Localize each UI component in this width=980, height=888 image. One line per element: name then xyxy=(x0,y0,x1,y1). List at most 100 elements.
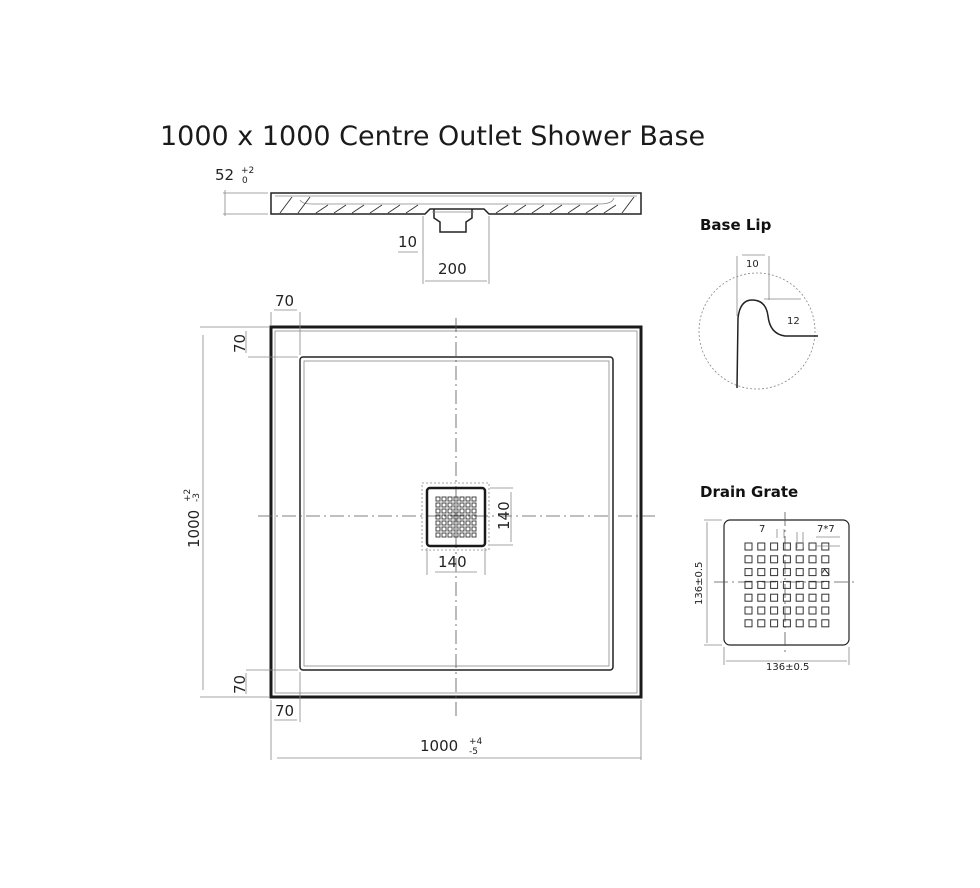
grate-hole xyxy=(465,532,471,538)
grate-hole xyxy=(459,496,465,502)
grate-hole xyxy=(770,568,779,577)
grate-hole xyxy=(453,532,459,538)
plan-grate-holes xyxy=(435,496,477,538)
hatch-line xyxy=(621,196,635,214)
grate-hole xyxy=(459,502,465,508)
grate-hole xyxy=(435,496,441,502)
hatch-line xyxy=(315,204,329,214)
grate-hole xyxy=(465,526,471,532)
grate-hole-size-dim: 7*7 xyxy=(817,524,835,535)
grate-hole xyxy=(465,514,471,520)
plan-view: 140 140 70 70 70 70 1000 +2 -3 1000 +4 -… xyxy=(183,292,655,760)
grate-hole xyxy=(471,514,477,520)
grate-hole xyxy=(808,606,817,615)
outlet-width-dim: 200 xyxy=(438,260,467,278)
grate-hole xyxy=(447,526,453,532)
grate-hole xyxy=(435,520,441,526)
grate-hole xyxy=(471,508,477,514)
drain-grate-plan xyxy=(425,486,487,548)
grate-hole xyxy=(782,593,791,602)
section-view: 52 +2 0 10 200 xyxy=(215,166,642,284)
grate-hole xyxy=(757,542,766,551)
grate-hole xyxy=(808,555,817,564)
grate-spacing-dim: 7 xyxy=(821,567,834,578)
drain-height-dim: 140 xyxy=(495,501,513,530)
grate-hole xyxy=(465,502,471,508)
grate-hole xyxy=(782,580,791,589)
grate-hole xyxy=(435,508,441,514)
grate-hole xyxy=(795,593,804,602)
grate-hole xyxy=(808,580,817,589)
grate-hole xyxy=(435,502,441,508)
hatch-line xyxy=(279,196,293,214)
plan-width-tol-plus: +4 xyxy=(469,737,483,747)
grate-hole xyxy=(744,606,753,615)
grate-hole xyxy=(447,496,453,502)
plan-height-tol-minus: -3 xyxy=(192,493,202,502)
grate-hole xyxy=(471,496,477,502)
grate-hole xyxy=(441,526,447,532)
hatch-line xyxy=(405,204,419,214)
grate-width-dim: 136±0.5 xyxy=(766,662,809,673)
grate-hole xyxy=(441,514,447,520)
grate-hole xyxy=(782,606,791,615)
grate-hole xyxy=(770,580,779,589)
border-top-dim: 70 xyxy=(275,292,294,310)
grate-hole xyxy=(453,502,459,508)
grate-hole xyxy=(808,568,817,577)
grate-hole xyxy=(447,502,453,508)
outlet-depth-dim: 10 xyxy=(398,233,417,251)
plan-width-dim: 1000 xyxy=(420,737,458,755)
grate-hole xyxy=(465,508,471,514)
hatch-line xyxy=(585,204,599,214)
border-left-top-dim: 70 xyxy=(231,334,249,353)
grate-hole xyxy=(459,526,465,532)
grate-height-dim: 136±0.5 xyxy=(694,562,705,605)
grate-hole xyxy=(453,514,459,520)
grate-hole xyxy=(808,542,817,551)
section-hatching xyxy=(279,196,635,214)
grate-hole-dim: 7 xyxy=(759,524,765,535)
grate-hole xyxy=(808,593,817,602)
drain-grate-detail: Drain Grate 7 7*7 7 136±0.5 136±0.5 xyxy=(694,483,858,673)
grate-hole xyxy=(441,520,447,526)
grate-hole xyxy=(821,542,830,551)
base-lip-width-dim: 10 xyxy=(746,259,759,270)
grate-hole xyxy=(453,526,459,532)
grate-hole xyxy=(770,555,779,564)
grate-hole xyxy=(465,520,471,526)
grate-hole xyxy=(441,502,447,508)
drain-outline xyxy=(421,482,490,551)
hatch-line xyxy=(297,196,311,214)
grate-hole xyxy=(782,542,791,551)
hatch-line xyxy=(387,204,401,214)
grate-hole xyxy=(795,619,804,628)
grate-hole xyxy=(808,619,817,628)
hatch-line xyxy=(549,204,563,214)
grate-hole xyxy=(770,593,779,602)
grate-hole xyxy=(453,520,459,526)
grate-hole xyxy=(465,496,471,502)
hatch-line xyxy=(351,204,365,214)
grate-hole xyxy=(447,514,453,520)
grate-hole xyxy=(821,580,830,589)
hatch-line xyxy=(567,204,581,214)
grate-hole xyxy=(744,580,753,589)
grate-hole xyxy=(435,532,441,538)
grate-hole xyxy=(782,555,791,564)
drain-grate-label: Drain Grate xyxy=(700,483,798,501)
grate-hole xyxy=(782,619,791,628)
grate-hole xyxy=(744,619,753,628)
plan-height-dim: 1000 xyxy=(185,510,203,548)
grate-hole xyxy=(453,508,459,514)
grate-hole xyxy=(757,619,766,628)
grate-hole xyxy=(447,520,453,526)
base-lip-height-dim: 12 xyxy=(787,316,800,327)
grate-hole xyxy=(441,496,447,502)
grate-hole xyxy=(435,514,441,520)
grate-hole xyxy=(821,606,830,615)
grate-hole xyxy=(795,606,804,615)
hatch-line xyxy=(369,204,383,214)
grate-hole xyxy=(447,532,453,538)
